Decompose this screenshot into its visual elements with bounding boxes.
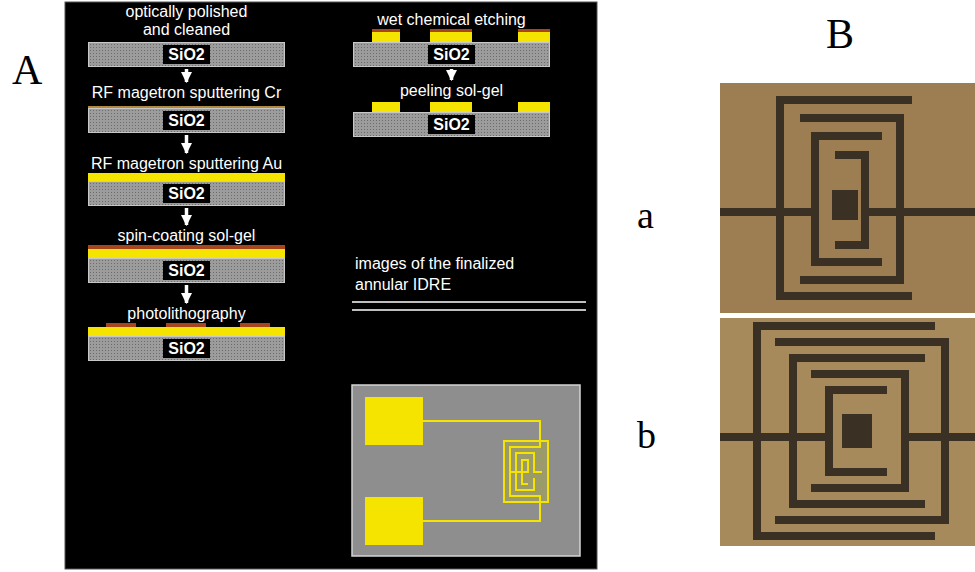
center-electrode xyxy=(842,414,872,448)
sol-gel-pattern xyxy=(518,29,550,32)
separator-line xyxy=(352,309,586,311)
process-step: optically polished and cleanedSiO2 xyxy=(88,3,285,67)
separator-line xyxy=(352,301,586,303)
substrate: SiO2 xyxy=(88,42,285,67)
idre-electrode xyxy=(504,441,548,502)
electrode-finger xyxy=(793,390,887,472)
process-step: photolithographySiO2 xyxy=(88,305,285,361)
step-caption: peeling sol-gel xyxy=(400,82,503,100)
process-step: RF magetron sputtering Au SiO2 xyxy=(88,155,285,206)
gold-pattern xyxy=(372,32,400,42)
photoresist-pattern xyxy=(106,323,136,327)
interdigitated-electrode xyxy=(720,100,975,296)
step-caption: RF magetron sputtering Au xyxy=(91,155,282,173)
panel-letter: A xyxy=(12,46,42,94)
substrate: SiO2 xyxy=(88,336,285,361)
micrograph xyxy=(720,83,975,313)
substrate-label: SiO2 xyxy=(163,261,209,280)
process-arrow xyxy=(450,69,454,80)
interdigitated-electrode xyxy=(720,326,975,536)
gold-pattern xyxy=(518,102,550,112)
chip-substrate xyxy=(352,385,580,556)
electrode-finger xyxy=(775,342,975,520)
image-note: images of the finalized annular IDRE xyxy=(355,254,555,296)
step-caption: photolithography xyxy=(127,305,245,323)
panel-letter: B xyxy=(826,10,854,58)
substrate-label: SiO2 xyxy=(428,45,474,64)
substrate: SiO2 xyxy=(88,108,285,133)
sol-gel-pattern xyxy=(372,29,400,32)
substrate: SiO2 xyxy=(353,42,550,67)
process-step: RF magetron sputtering Cr SiO2 xyxy=(88,84,285,133)
gold-layer xyxy=(88,173,285,181)
center-electrode xyxy=(832,190,858,220)
gold-pattern xyxy=(430,102,472,112)
panel-letter: b xyxy=(637,413,656,457)
process-arrow xyxy=(185,285,189,303)
step-caption: RF magetron sputtering Cr xyxy=(92,84,281,102)
gold-layer xyxy=(88,249,285,258)
lead-wire xyxy=(423,502,540,521)
process-step: spin-coating sol-gelSiO2 xyxy=(88,227,285,283)
contact-pad xyxy=(365,497,423,545)
substrate: SiO2 xyxy=(88,258,285,283)
micrograph xyxy=(720,318,975,546)
substrate-label: SiO2 xyxy=(163,45,209,64)
sol-gel-layer xyxy=(88,245,285,249)
lead-wire xyxy=(423,421,540,441)
step-caption: wet chemical etching xyxy=(377,11,526,29)
photoresist-pattern xyxy=(240,323,270,327)
substrate-label: SiO2 xyxy=(163,111,209,130)
photoresist-pattern xyxy=(166,323,206,327)
substrate: SiO2 xyxy=(88,181,285,206)
process-step: peeling sol-gelSiO2 xyxy=(353,82,550,137)
step-caption: optically polished and cleaned xyxy=(112,3,262,39)
substrate: SiO2 xyxy=(353,112,550,137)
electrode-finger xyxy=(510,460,528,484)
process-step: wet chemical etchingSiO2 xyxy=(353,11,550,67)
step-caption: spin-coating sol-gel xyxy=(118,227,256,245)
electrode-outline xyxy=(504,441,548,502)
substrate-label: SiO2 xyxy=(163,184,209,203)
electrode-finger xyxy=(720,100,912,296)
panel-letter: a xyxy=(637,193,654,237)
gold-pattern xyxy=(518,32,550,42)
gold-pattern xyxy=(430,32,472,42)
substrate-label: SiO2 xyxy=(163,339,209,358)
gold-pattern xyxy=(372,102,400,112)
electrode-finger xyxy=(757,358,925,504)
gold-layer xyxy=(88,327,285,336)
process-arrow xyxy=(185,208,189,225)
electrode-finger xyxy=(800,118,975,280)
sol-gel-pattern xyxy=(430,29,472,32)
process-arrow xyxy=(185,135,189,153)
contact-pad xyxy=(365,397,423,445)
substrate-label: SiO2 xyxy=(428,115,474,134)
process-panel xyxy=(65,2,597,569)
process-arrow xyxy=(185,69,189,82)
